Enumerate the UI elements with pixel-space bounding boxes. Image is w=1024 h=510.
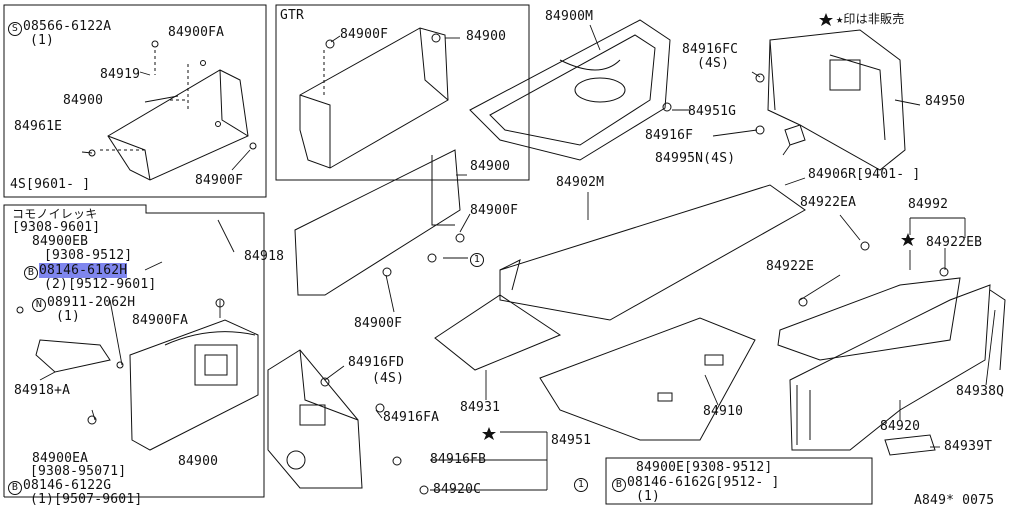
- n-code-text: 08911-2062H: [47, 295, 136, 310]
- label-eb-range: [9308-9512]: [44, 248, 133, 263]
- note-frame: [605, 457, 873, 505]
- label-fc-qty: (4S): [697, 56, 730, 71]
- label-84916fb: 84916FB: [430, 452, 487, 467]
- trunk-side-trim-left: [88, 40, 257, 181]
- label-84900m: 84900M: [545, 9, 594, 24]
- label-bl-84900fa: 84900FA: [132, 313, 189, 328]
- label-header-range: [9308-9601]: [12, 220, 101, 235]
- label-84916fc: 84916FC: [682, 42, 739, 57]
- label-84900eb: 84900EB: [32, 234, 89, 249]
- circle-one-icon: 1: [574, 478, 588, 492]
- b2-code-text: 08146-6122G: [23, 478, 112, 493]
- label-b2-qty: (1)[9507-9601]: [30, 492, 143, 507]
- label-c-84900: 84900: [470, 159, 511, 174]
- s-mark-icon: S: [8, 22, 22, 36]
- label-84918: 84918: [244, 249, 285, 264]
- b-mark-icon: B: [24, 266, 38, 280]
- circle-one-center: 1: [470, 251, 485, 267]
- label-84939t: 84939T: [944, 439, 993, 454]
- leader-lines: [39, 24, 996, 491]
- small-parts: [35, 319, 259, 451]
- wheelhouse-trims: [777, 277, 1006, 456]
- fasteners: [16, 73, 949, 495]
- label-84922eb: 84922EB: [926, 235, 983, 250]
- label-84922ea: 84922EA: [800, 195, 857, 210]
- label-gtr-84900: 84900: [466, 29, 507, 44]
- label-84920c: 84920C: [433, 482, 482, 497]
- label-bolt-qty: (1): [30, 33, 55, 48]
- label-84916f: 84916F: [645, 128, 694, 143]
- gtr-frame: [275, 4, 530, 181]
- label-n-qty: (1): [56, 309, 81, 324]
- b-mark-icon: B: [612, 478, 626, 492]
- label-fd-qty: (4S): [372, 371, 405, 386]
- label-84916fa: 84916FA: [383, 410, 440, 425]
- top-left-frame: [3, 4, 267, 198]
- gtr-title: GTR: [280, 8, 305, 23]
- trunk-floor-panel: [294, 149, 806, 441]
- label-84922e: 84922E: [766, 259, 815, 274]
- trunk-side-trim-gtr: [299, 27, 449, 169]
- star-marks: [482, 13, 915, 440]
- label-range-4s: 4S[9601- ]: [10, 177, 91, 192]
- rear-trim-right: [767, 29, 906, 171]
- note-code-text: 08146-6162G[9512- ]: [627, 475, 780, 490]
- label-84920: 84920: [880, 419, 921, 434]
- label-84902m: 84902M: [556, 175, 605, 190]
- label-84900: 84900: [63, 93, 104, 108]
- note-line-1: 84900E[9308-9512]: [636, 460, 773, 475]
- circle-one-icon: 1: [470, 253, 484, 267]
- label-84906r: 84906R[9401- ]: [808, 167, 921, 182]
- b-mark-icon: B: [8, 481, 22, 495]
- label-ea-range: [9308-95071]: [30, 464, 127, 479]
- footer-code: A849* 0075: [914, 493, 995, 508]
- label-header-jp: コモノイレッキ: [12, 207, 98, 221]
- label-84919: 84919: [100, 67, 141, 82]
- label-gtr-84900f: 84900F: [340, 27, 389, 42]
- label-c-84900f-a: 84900F: [470, 203, 519, 218]
- label-84938q: 84938Q: [956, 384, 1005, 399]
- label-84900fa: 84900FA: [168, 25, 225, 40]
- bolt-code-text: 08566-6122A: [23, 19, 112, 34]
- bottom-left-frame: [3, 204, 265, 498]
- label-84916fd: 84916FD: [348, 355, 405, 370]
- label-84961e: 84961E: [14, 119, 63, 134]
- label-84918a: 84918+A: [14, 383, 71, 398]
- label-84995n: 84995N(4S): [655, 151, 736, 166]
- label-bl-84900: 84900: [178, 454, 219, 469]
- label-84950: 84950: [925, 94, 966, 109]
- trunk-lid-trim: [469, 19, 671, 161]
- label-84931: 84931: [460, 400, 501, 415]
- highlighted-code: 08146-6162H: [39, 263, 128, 278]
- note-circle-one: 1: [574, 476, 589, 492]
- label-84951: 84951: [551, 433, 592, 448]
- lower-side-trim: [267, 349, 363, 489]
- note-line-3: (1): [636, 489, 661, 504]
- label-b-qty: (2)[9512-9601]: [44, 277, 157, 292]
- legend-non-sale: ★印は非販売: [836, 12, 905, 26]
- label-84900ea: 84900EA: [32, 451, 89, 466]
- label-c-84900f-b: 84900F: [354, 316, 403, 331]
- label-84992: 84992: [908, 197, 949, 212]
- n-mark-icon: N: [32, 298, 46, 312]
- label-84900f: 84900F: [195, 173, 244, 188]
- label-84951g: 84951G: [688, 104, 737, 119]
- label-84910: 84910: [703, 404, 744, 419]
